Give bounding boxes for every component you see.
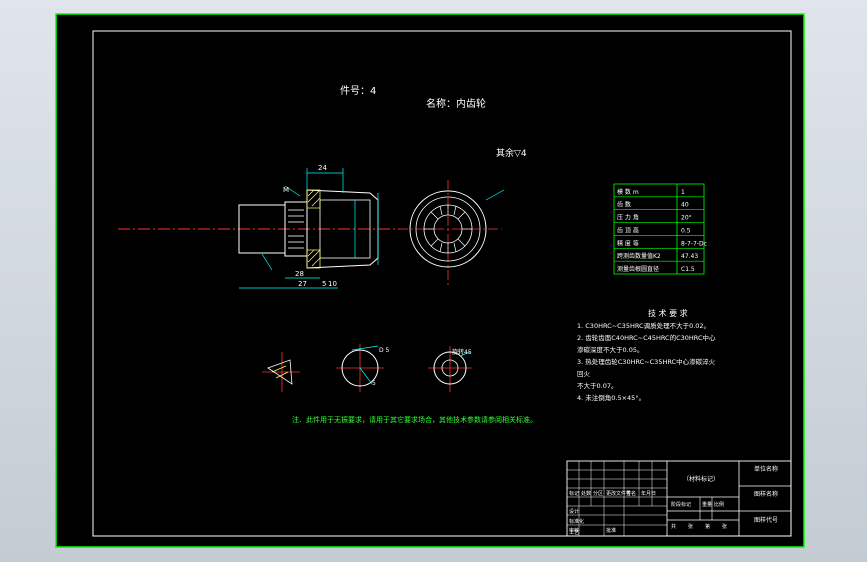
title-cell-13: 批准	[606, 527, 616, 534]
param-label-1: 齿 数	[617, 201, 631, 209]
title-cell-16: 第	[705, 523, 710, 530]
unit-name: 单位名称	[754, 465, 778, 473]
detail-views: D 5 5 旋转45	[262, 344, 472, 392]
dim-24: 24	[318, 164, 327, 172]
bore-outline	[319, 199, 371, 259]
drawing-code: 图样代号	[754, 516, 778, 524]
title-cell-4: 签名	[626, 490, 636, 497]
title-cell-0: 标记	[569, 490, 579, 497]
title-cell-15: 张	[688, 523, 693, 530]
title-block: （材料标记） 单位名称 图样名称 图样代号 标记处数分区更改文件号签名年月日设计…	[566, 460, 792, 537]
param-label-3: 齿 顶 高	[617, 226, 639, 234]
tech-req-line-4: 回火	[577, 370, 591, 378]
drawing-name: 图样名称	[754, 490, 778, 498]
param-label-0: 模 数 m	[617, 188, 639, 196]
part-name: 名称：内齿轮	[426, 97, 486, 110]
tech-req-lines: 1. C30HRC~C35HRC调质处理不大于0.02。 2. 齿轮齿面C40HR…	[577, 321, 716, 402]
tech-req-line-2: 渗碳深度不大于0.05。	[577, 345, 643, 354]
param-label-5: 跨测齿数量值K2	[617, 252, 661, 260]
surface-roughness-note: 其余▽4	[496, 147, 527, 159]
center-note: 注、此件用于无振要求，请用于其它要求场合，其他技术参数请参阅相关标准。	[292, 415, 537, 424]
title-cell-11: 审核	[569, 527, 579, 534]
dimension-lines	[239, 168, 379, 289]
param-value-6: C1.5	[681, 266, 695, 273]
param-table-rows: 模 数 m 1 齿 数 40 压 力 角 20° 齿 顶 高 0.5 精 度 等 8-7-7-Dc…	[614, 188, 707, 273]
param-value-0: 1	[681, 189, 685, 196]
dim-m: M	[283, 186, 289, 194]
detail-label-d5: D 5	[379, 347, 390, 354]
param-value-2: 20°	[681, 215, 692, 222]
front-view	[398, 180, 505, 288]
param-value-5: 47.43	[681, 253, 698, 260]
param-label-4: 精 度 等	[617, 239, 639, 247]
param-value-4: 8-7-7-Dc	[681, 240, 707, 247]
material-mark: （材料标记）	[683, 475, 719, 483]
title-cell-9: 重量	[702, 501, 712, 508]
title-cell-5: 年月日	[641, 490, 656, 497]
tech-req-line-1: 2. 齿轮齿面C40HRC~C45HRC的C30HRC中心	[577, 333, 716, 342]
side-view: 24 28 27 5 10 M	[118, 164, 400, 289]
title-cell-3: 更改文件号	[606, 490, 631, 497]
tech-req-line-6: 4. 未注倒角0.5×45°。	[577, 393, 645, 402]
dim-27: 27	[298, 280, 307, 288]
tech-req-line-3: 3. 热处理齿轮C30HRC~C35HRC中心渗碳淬火	[577, 357, 716, 366]
title-cell-12: 工艺	[569, 530, 579, 536]
detail-label-5: 5	[372, 380, 376, 387]
dim-28: 28	[295, 270, 304, 278]
title-cell-17: 张	[722, 523, 727, 530]
tech-req-line-5: 不大于0.07。	[577, 381, 617, 390]
param-value-3: 0.5	[681, 227, 691, 234]
title-cell-1: 处数	[581, 490, 591, 497]
drawing-sheet	[55, 13, 805, 548]
title-cell-6: 设计	[569, 508, 579, 515]
tech-req-title: 技 术 要 求	[648, 308, 688, 318]
gear-parameter-table: 模 数 m 1 齿 数 40 压 力 角 20° 齿 顶 高 0.5 精 度 等 8-7-7-Dc…	[613, 183, 707, 275]
title-cell-10: 比例	[714, 501, 724, 508]
title-cell-2: 分区	[593, 490, 603, 497]
detail-label-rotate: 旋转45	[452, 348, 472, 356]
param-label-6: 测量齿根圆直径	[617, 265, 659, 273]
title-cell-14: 共	[671, 523, 676, 530]
dim-5: 5	[322, 280, 326, 288]
param-value-1: 40	[681, 202, 689, 209]
param-label-2: 压 力 角	[617, 214, 639, 222]
part-number: 件号：4	[340, 85, 376, 97]
title-cell-7: 标准化	[569, 518, 584, 525]
title-cell-8: 阶段标记	[671, 501, 691, 508]
dim-10: 10	[328, 280, 337, 288]
title-block-cells: 标记处数分区更改文件号签名年月日设计标准化 阶段标记 重量比例审核工艺 批准 共 张 第 张	[569, 490, 727, 536]
tech-req-line-0: 1. C30HRC~C35HRC调质处理不大于0.02。	[577, 321, 710, 330]
technical-requirements: 技 术 要 求 1. C30HRC~C35HRC调质处理不大于0.02。 2. 齿…	[577, 308, 716, 402]
section-hatch	[306, 189, 321, 269]
inner-frame	[92, 30, 792, 537]
